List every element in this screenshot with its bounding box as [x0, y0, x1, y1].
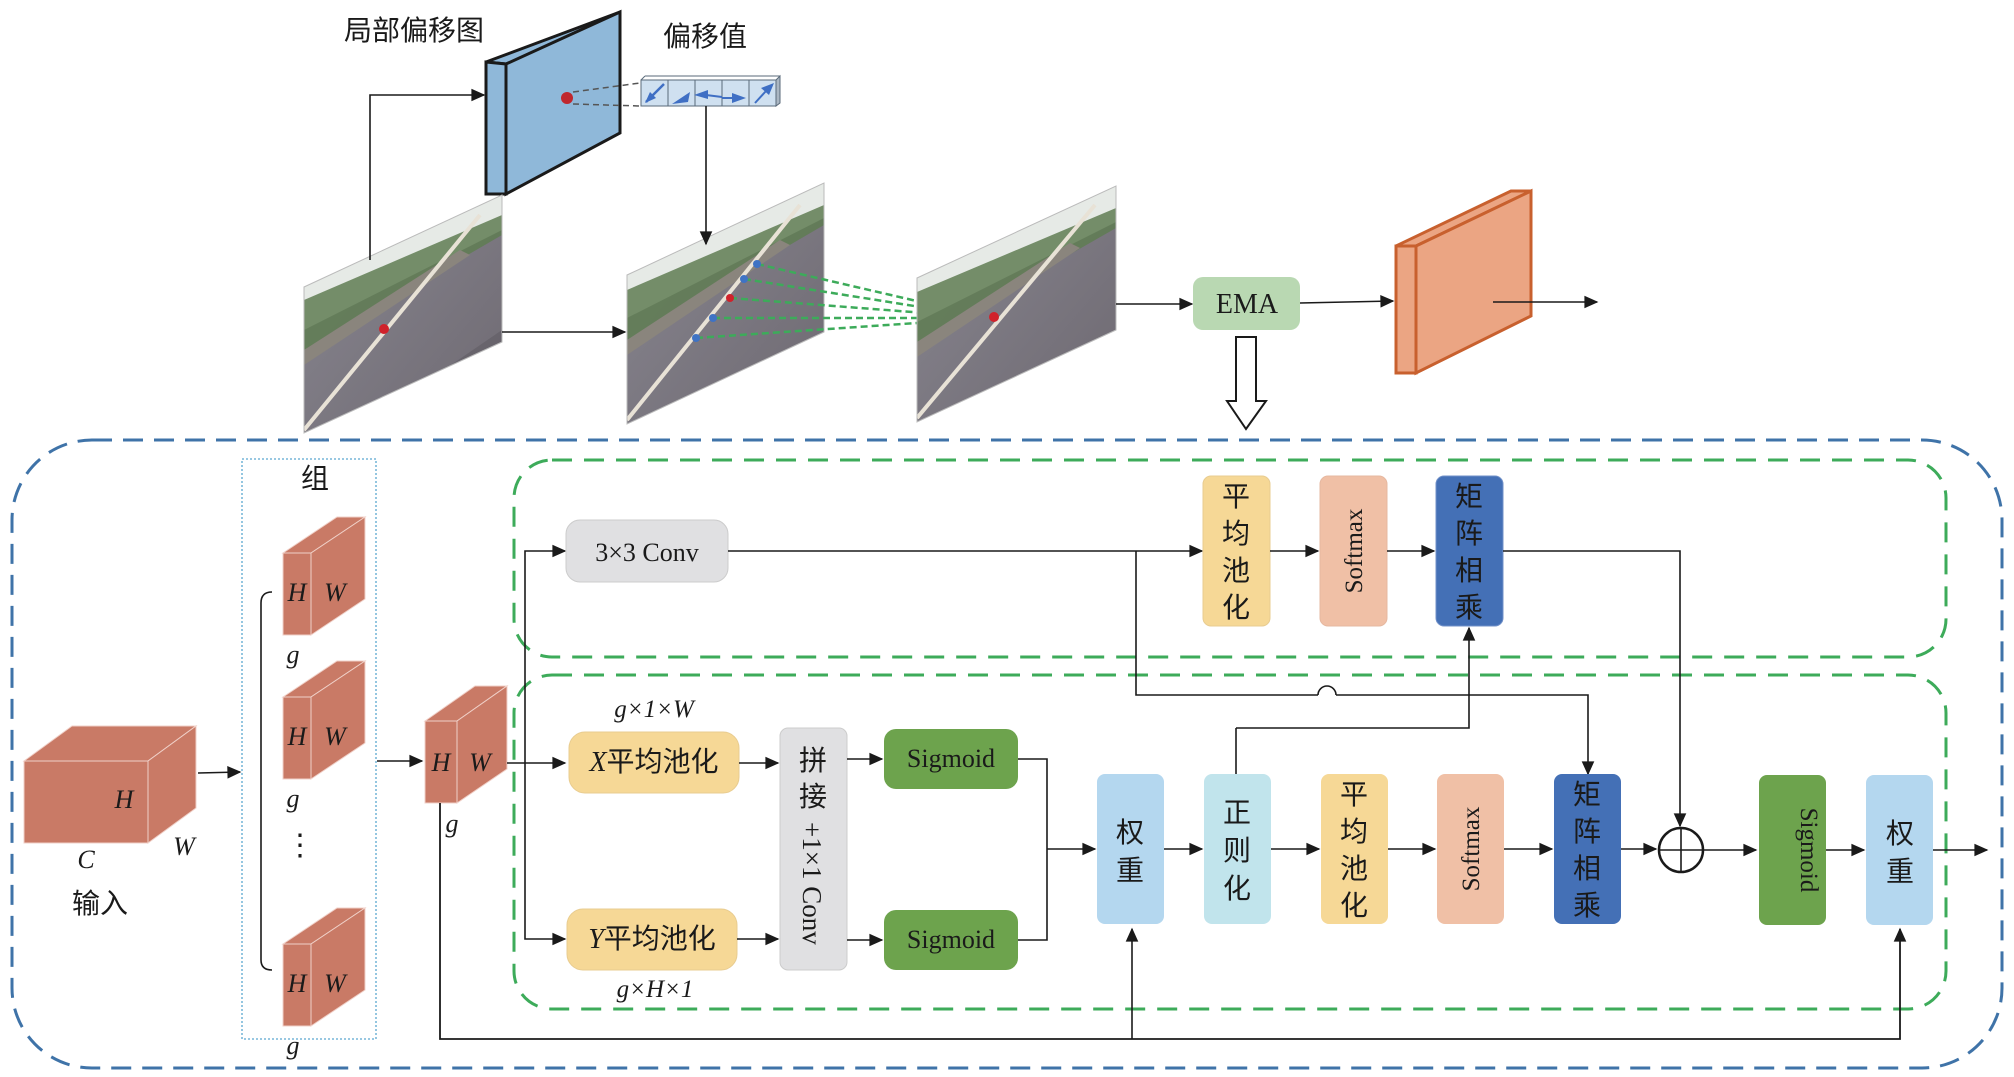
- group-ellipsis: ⋮: [285, 828, 315, 863]
- output-block: [1394, 188, 1533, 376]
- norm-char: 化: [1223, 872, 1251, 905]
- weight-char: 重: [1886, 855, 1914, 888]
- sigmoid-y-block[interactable]: Sigmoid: [884, 910, 1018, 970]
- avgpool-char: 平: [1222, 480, 1250, 513]
- matmul-char: 乘: [1455, 591, 1483, 624]
- concat-char: 拼: [799, 744, 827, 777]
- final-sigmoid-block[interactable]: Sigmoid: [1759, 775, 1826, 925]
- output-point-marker: [989, 312, 999, 322]
- g-label: g: [287, 784, 300, 813]
- avgpool-char: 平: [1340, 778, 1368, 811]
- w-label: W: [324, 969, 348, 998]
- upper-branch-outline: [512, 458, 1948, 659]
- avgpool-char: 均: [1222, 517, 1250, 550]
- x-pool-dims: g×1×W: [614, 696, 696, 723]
- concat-conv1x1-block[interactable]: 拼 接 +1×1 Conv: [779, 727, 848, 971]
- sample-point-marker: [379, 324, 389, 334]
- sigmoid-x-block[interactable]: Sigmoid: [884, 729, 1018, 789]
- input-feature-image: [303, 194, 503, 434]
- upper-softmax-block[interactable]: Softmax: [1319, 475, 1388, 627]
- avgpool-char: 池: [1222, 554, 1250, 587]
- g-label: g: [287, 1031, 300, 1060]
- group-outline: [241, 458, 377, 1040]
- offset-map-label: 局部偏移图: [344, 14, 484, 47]
- matmul-char: 相: [1455, 554, 1483, 587]
- group-label: 组: [301, 462, 329, 495]
- matmul-char: 阵: [1455, 517, 1483, 550]
- lower-softmax-block[interactable]: Softmax: [1437, 774, 1504, 924]
- weight-block[interactable]: 权 重: [1097, 774, 1164, 924]
- offset-values-label: 偏移值: [663, 20, 747, 53]
- norm-char: 正: [1223, 796, 1251, 829]
- sigmoid-label: Sigmoid: [907, 744, 995, 773]
- input-c-label: C: [77, 845, 95, 874]
- input-label: 输入: [72, 887, 128, 920]
- matmul-char: 乘: [1573, 889, 1601, 922]
- conv3x3-label: 3×3 Conv: [595, 538, 699, 567]
- matmul-char: 矩: [1455, 480, 1483, 513]
- conv1x1-label: +1×1 Conv: [797, 822, 827, 945]
- y-pool-dims: g×H×1: [617, 976, 694, 1003]
- offset-point-marker: [561, 92, 573, 104]
- conv3x3-block[interactable]: 3×3 Conv: [565, 519, 729, 583]
- y-pool-label: Y平均池化: [588, 922, 716, 955]
- softmax-label: Softmax: [1458, 806, 1485, 891]
- input-w-label: W: [173, 832, 197, 861]
- offset-values-strip: [640, 74, 781, 107]
- avgpool-char: 均: [1340, 815, 1368, 848]
- offset-map-block: [484, 9, 641, 197]
- ema-label: EMA: [1216, 289, 1279, 320]
- lower-avgpool-block[interactable]: 平均池化: [1321, 774, 1388, 924]
- y-avgpool-block[interactable]: Y平均池化: [566, 908, 738, 971]
- weight-char: 权: [1116, 816, 1144, 849]
- ema-detail-outline: [10, 438, 2004, 1070]
- weight-char: 重: [1116, 854, 1144, 887]
- h-label: H: [287, 722, 308, 751]
- h-label: H: [287, 578, 308, 607]
- avgpool-char: 化: [1222, 591, 1250, 624]
- h-label: H: [287, 969, 308, 998]
- normalize-block[interactable]: 正 则 化: [1204, 774, 1271, 924]
- softmax-label: Softmax: [1341, 508, 1368, 593]
- x-pool-label: X平均池化: [588, 745, 718, 778]
- input-h-label: H: [114, 785, 135, 814]
- group-tensor-selected: H W g: [423, 685, 509, 838]
- final-weight-block[interactable]: 权 重: [1866, 775, 1933, 925]
- sigmoid-label: Sigmoid: [1795, 808, 1822, 893]
- ema-block[interactable]: EMA: [1193, 277, 1300, 330]
- sigmoid-label: Sigmoid: [907, 925, 995, 954]
- x-avgpool-block[interactable]: X平均池化: [568, 731, 740, 794]
- lower-branch-outline: [512, 673, 1948, 1011]
- w-label: W: [469, 748, 493, 777]
- avgpool-char: 池: [1340, 852, 1368, 885]
- w-label: W: [324, 578, 348, 607]
- w-label: W: [324, 722, 348, 751]
- concat-char: 接: [799, 780, 827, 813]
- expand-arrow-icon: [1225, 336, 1268, 431]
- g-label: g: [446, 809, 459, 838]
- matmul-char: 矩: [1573, 778, 1601, 811]
- norm-char: 则: [1223, 834, 1251, 867]
- output-feature-image: [916, 185, 1117, 423]
- matmul-char: 阵: [1573, 815, 1601, 848]
- upper-avgpool-block[interactable]: 平均池化: [1202, 475, 1271, 627]
- input-tensor: H C W: [22, 725, 198, 874]
- matmul-char: 相: [1573, 852, 1601, 885]
- avgpool-char: 化: [1340, 889, 1368, 922]
- add-node: [1657, 826, 1705, 874]
- h-label: H: [431, 748, 452, 777]
- weight-char: 权: [1886, 817, 1914, 850]
- g-label: g: [287, 640, 300, 669]
